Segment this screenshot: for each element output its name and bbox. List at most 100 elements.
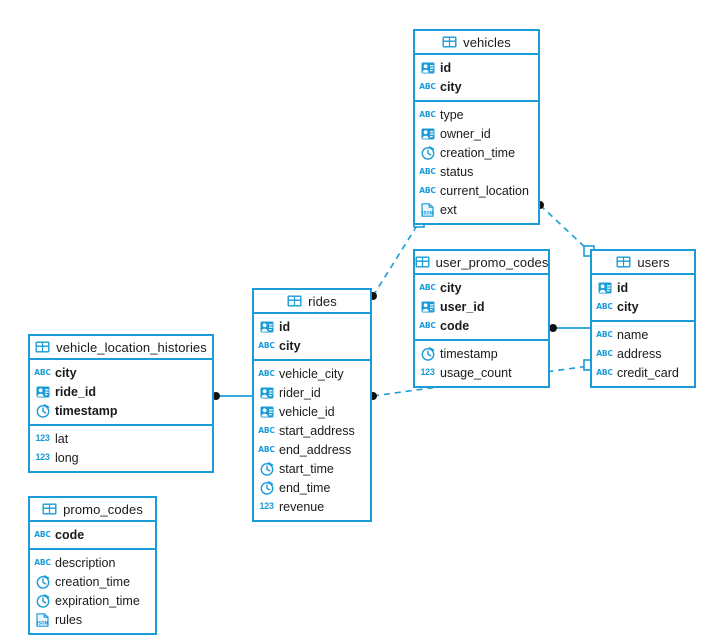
relationship-rel-upc-users[interactable] — [549, 324, 590, 332]
id-badge-icon — [259, 386, 274, 400]
entity-header-vehicle_location_histories[interactable]: vehicle_location_histories — [30, 336, 212, 360]
column-field-owner_id[interactable]: owner_id — [415, 124, 538, 143]
primary-key-field-id[interactable]: id — [592, 278, 694, 297]
column-field-type[interactable]: ABC type — [415, 105, 538, 124]
field-label: rider_id — [279, 385, 321, 400]
column-field-vehicle_id[interactable]: vehicle_id — [254, 402, 370, 421]
primary-key-field-id[interactable]: id — [254, 317, 370, 336]
clock-icon — [35, 574, 50, 589]
entity-header-users[interactable]: users — [592, 251, 694, 275]
clock-icon — [35, 403, 50, 418]
column-field-timestamp[interactable]: timestamp — [415, 344, 548, 363]
column-field-start_time[interactable]: start_time — [254, 459, 370, 478]
primary-key-field-ride_id[interactable]: ride_id — [30, 382, 212, 401]
entity-header-rides[interactable]: rides — [254, 290, 370, 314]
id-badge-icon — [259, 405, 274, 419]
abc-text-icon: ABC — [419, 109, 436, 119]
column-field-creation_time[interactable]: creation_time — [415, 143, 538, 162]
field-label: start_time — [279, 461, 334, 476]
field-label: end_address — [279, 442, 352, 457]
entity-header-vehicles[interactable]: vehicles — [415, 31, 538, 55]
id-badge-icon — [35, 385, 50, 399]
field-label: id — [617, 280, 629, 295]
table-grid-icon — [442, 35, 457, 49]
table-grid-icon — [287, 294, 302, 308]
field-label: type — [440, 107, 464, 122]
field-label: revenue — [279, 499, 325, 514]
column-field-rider_id[interactable]: rider_id — [254, 383, 370, 402]
column-field-current_location[interactable]: ABC current_location — [415, 181, 538, 200]
id-badge-icon — [420, 61, 435, 75]
clock-icon — [35, 593, 50, 608]
field-label: end_time — [279, 480, 331, 495]
field-label: description — [55, 555, 116, 570]
field-label: current_location — [440, 183, 529, 198]
entity-title: users — [637, 254, 670, 270]
field-label: ride_id — [55, 384, 96, 399]
field-label: city — [440, 79, 462, 94]
entity-header-user_promo_codes[interactable]: user_promo_codes — [415, 251, 548, 275]
column-field-end_time[interactable]: end_time — [254, 478, 370, 497]
relationship-rel-vlh-rides[interactable] — [212, 392, 252, 400]
field-label: city — [617, 299, 639, 314]
field-label: credit_card — [617, 365, 679, 380]
relationship-line — [372, 223, 419, 297]
abc-text-icon: ABC — [419, 185, 436, 195]
clock-icon — [420, 145, 435, 160]
field-label: city — [55, 365, 77, 380]
field-label: usage_count — [440, 365, 512, 380]
column-field-vehicle_city[interactable]: ABC vehicle_city — [254, 364, 370, 383]
field-label: creation_time — [440, 145, 516, 160]
column-field-expiration_time[interactable]: expiration_time — [30, 591, 155, 610]
field-label: vehicle_city — [279, 366, 344, 381]
abc-text-icon: ABC — [596, 348, 613, 358]
column-field-creation_time[interactable]: creation_time — [30, 572, 155, 591]
field-label: lat — [55, 431, 69, 446]
primary-key-field-id[interactable]: id — [415, 58, 538, 77]
svg-text:JSON: JSON — [36, 620, 48, 625]
primary-key-field-timestamp[interactable]: timestamp — [30, 401, 212, 420]
abc-text-icon: ABC — [258, 340, 275, 350]
field-label: long — [55, 450, 79, 465]
field-label: code — [55, 527, 85, 542]
field-label: status — [440, 164, 474, 179]
relationship-rel-vehicles-users[interactable] — [536, 201, 595, 257]
entity-header-promo_codes[interactable]: promo_codes — [30, 498, 155, 522]
clock-icon — [420, 346, 435, 361]
abc-text-icon: ABC — [258, 368, 275, 378]
primary-key-field-user_id[interactable]: user_id — [415, 297, 548, 316]
